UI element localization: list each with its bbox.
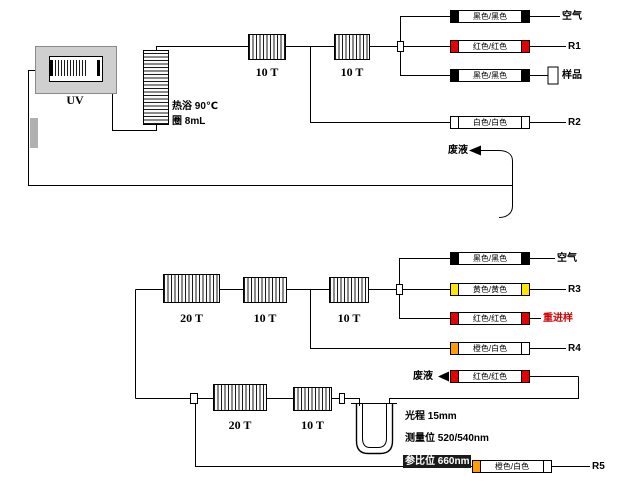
r5-label: R5: [592, 461, 605, 472]
heated-bath-coil: [143, 50, 169, 125]
stage2-r4-line: [310, 289, 450, 349]
stage3-coil-2-label: 10 T: [301, 418, 324, 432]
stage1-coil-1-label: 10 T: [255, 65, 279, 79]
uv-label: UV: [66, 93, 84, 107]
stage1-r2-line: [310, 46, 450, 123]
flowcell-inner-wall: [362, 403, 387, 448]
tube-end-red: [450, 312, 459, 325]
r5-feed-line: [195, 398, 472, 467]
stage2-coil-2: [243, 277, 287, 303]
stage1-coil-1: [248, 34, 286, 60]
uv-right-contact: [97, 60, 100, 76]
stage2-coil-1: [163, 274, 220, 303]
pump-tube-resample: 红色/红色: [450, 312, 530, 325]
stage1-main-line: [156, 46, 450, 50]
tube-end-black: [450, 252, 459, 265]
pump-tube-air1: 黑色/黑色: [450, 10, 530, 23]
stage2-coil-1-label: 20 T: [180, 311, 203, 325]
stage3-coil-1-label: 20 T: [228, 418, 252, 432]
pump-tube-r2: 白色/白色: [450, 116, 530, 129]
tube-end-white: [521, 342, 530, 355]
flowcell-outer-wall: [355, 403, 394, 455]
tube-end-yellow: [450, 283, 459, 296]
stage1-coil-2-label: 10 T: [340, 65, 364, 79]
tube-end-black: [450, 69, 459, 82]
stage1-waste-line: [480, 150, 513, 218]
stage2-coil-3: [329, 277, 369, 303]
stage3-coil-2: [293, 387, 332, 411]
uv-left-contact: [50, 60, 53, 76]
optical-path-label: 光程 15mm: [405, 411, 457, 422]
sample-cup-icon: [547, 66, 559, 85]
stage1-output-line: [28, 70, 513, 186]
stage1-bath-to-uv-line: [112, 91, 157, 131]
resample-label: 重进样: [543, 313, 573, 324]
uv-lamp-coil: [55, 60, 87, 76]
pump-tube-r1: 红色/红色: [450, 40, 530, 53]
tube-label: 黑色/黑色: [459, 10, 521, 23]
stage3-inlet-fitting: [190, 393, 198, 404]
tube-label: 黄色/黄色: [459, 283, 521, 296]
tube-end-orange: [472, 460, 481, 473]
tube-label: 红色/红色: [459, 312, 521, 325]
r2-label: R2: [568, 117, 581, 128]
pump-tube-r3: 黄色/黄色: [450, 283, 530, 296]
r1-label: R1: [568, 41, 581, 52]
stage2-injection-fitting: [396, 284, 403, 295]
tube-label: 红色/红色: [459, 370, 521, 383]
tube-end-red: [450, 40, 459, 53]
waste1-arrow-icon: [469, 145, 481, 156]
sample-label: 样品: [562, 70, 582, 81]
tube-label: 黑色/黑色: [459, 69, 521, 82]
stage2-coil-3-label: 10 T: [337, 311, 361, 325]
mount-block: [30, 118, 38, 148]
pump-tube-waste: 红色/红色: [450, 370, 530, 383]
waste1-label: 废液: [448, 145, 468, 156]
stage1-coil-2: [334, 34, 370, 60]
r3-label: R3: [568, 284, 581, 295]
tube-end-white: [543, 460, 552, 473]
tube-end-yellow: [521, 283, 530, 296]
tube-label: 橙色/白色: [459, 342, 521, 355]
r4-label: R4: [568, 343, 581, 354]
tube-end-black: [450, 10, 459, 23]
tube-label: 橙色/白色: [481, 460, 543, 473]
air1-label: 空气: [562, 11, 582, 22]
stage2-manifold-line: [399, 258, 450, 319]
tube-end-red: [521, 312, 530, 325]
stage3-cell-fitting: [339, 393, 345, 404]
bath-volume-label: 圈 8mL: [172, 116, 206, 127]
flowcell-outlet-line: [389, 376, 579, 403]
air2-label: 空气: [557, 253, 577, 264]
tube-label: 黑色/黑色: [459, 252, 521, 265]
tube-end-white: [450, 116, 459, 129]
tube-end-red: [450, 370, 459, 383]
stage1-injection-fitting: [397, 41, 404, 52]
tube-end-red: [521, 370, 530, 383]
waste2-arrow-icon: [438, 371, 449, 382]
tube-end-black: [521, 69, 530, 82]
stage2-coil-2-label: 10 T: [253, 311, 277, 325]
waste2-label: 废液: [413, 371, 433, 382]
tube-label: 白色/白色: [459, 116, 521, 129]
pump-tube-sample: 黑色/黑色: [450, 69, 530, 82]
tube-label: 红色/红色: [459, 40, 521, 53]
reference-wavelength-label: 参比位 660nm: [403, 455, 472, 468]
tube-end-orange: [450, 342, 459, 355]
tube-end-black: [521, 10, 530, 23]
pump-tube-r5: 橙色/白色: [472, 460, 552, 473]
pump-tube-air2: 黑色/黑色: [450, 252, 530, 265]
tube-end-white: [521, 116, 530, 129]
measure-wavelength-label: 测量位 520/540nm: [405, 433, 489, 444]
tube-end-black: [521, 252, 530, 265]
bath-temp-label: 热浴 90℃: [172, 101, 219, 112]
pump-tube-r4: 橙色/白色: [450, 342, 530, 355]
stage3-coil-1: [213, 384, 267, 411]
tube-end-red: [521, 40, 530, 53]
